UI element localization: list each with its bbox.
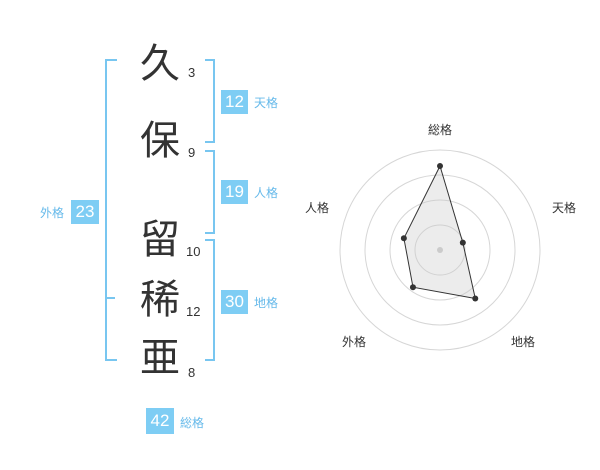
ten-label: 天格 [254,96,279,110]
jin-label: 人格 [254,186,279,200]
name-char-3: 留 [140,217,180,263]
radar-grid-ring [389,199,491,301]
gai-label: 外格 [40,206,65,220]
radar-axis-label-chi: 地格 [510,335,535,349]
radar-point [459,239,466,246]
sou-value: 42 [146,408,174,434]
chi-label: 地格 [254,296,279,310]
radar-grid [339,149,541,351]
name-char-2: 保 [140,118,180,164]
radar-point [400,235,407,242]
radar-area [403,164,476,300]
radar-axis-label-gai: 外格 [341,335,366,349]
stroke-count-2: 9 [188,145,196,160]
ten-value: 12 [221,90,248,114]
radar-axis-label-sou: 総格 [427,123,452,137]
gai-value: 23 [71,200,99,224]
radar-axis-label-jin: 人格 [304,201,329,215]
radar-points [400,163,479,302]
stroke-count-1: 3 [188,65,196,80]
chi-bracket [205,239,215,361]
radar-point [437,163,443,169]
stroke-count-4: 12 [186,304,201,319]
radar-point [472,295,479,302]
name-char-5: 亜 [140,335,180,381]
stroke-count-5: 8 [188,365,196,380]
radar-axis-label-ten: 天格 [551,201,576,215]
radar-point [409,284,416,291]
jin-value: 19 [221,180,248,204]
name-char-4: 稀 [140,277,180,323]
chi-value: 30 [221,290,248,314]
name-char-1: 久 [140,41,180,87]
gai-bracket-tick [105,297,115,299]
jin-bracket [205,150,215,234]
radar-center [437,247,443,253]
radar-grid-ring [414,224,466,276]
radar-grid-ring [339,149,541,351]
sou-label: 総格 [180,416,205,430]
gai-bracket [105,59,117,361]
stroke-count-3: 10 [186,244,201,259]
ten-bracket [205,59,215,143]
radar-grid-ring [364,174,516,326]
